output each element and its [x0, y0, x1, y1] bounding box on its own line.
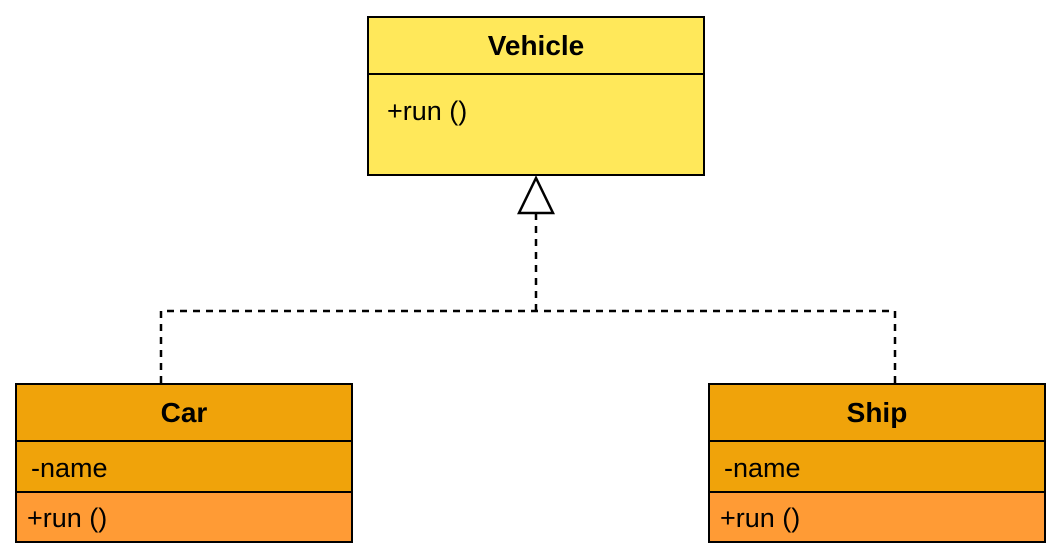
vehicle-class-name: Vehicle [369, 18, 703, 75]
car-realization-line [159, 309, 536, 383]
car-class-box[interactable]: Car -name +run () [15, 383, 353, 543]
vehicle-class-box[interactable]: Vehicle +run () [367, 16, 705, 176]
ship-class-box[interactable]: Ship -name +run () [708, 383, 1046, 543]
ship-operations: +run () [710, 493, 1044, 541]
ship-realization-line [536, 309, 897, 383]
car-class-name: Car [17, 385, 351, 442]
vehicle-operations: +run () [387, 96, 468, 126]
car-operations: +run () [17, 493, 351, 541]
ship-attributes: -name [710, 442, 1044, 493]
inheritance-arrowhead-icon [517, 175, 555, 215]
ship-class-name: Ship [710, 385, 1044, 442]
car-attributes: -name [17, 442, 351, 493]
